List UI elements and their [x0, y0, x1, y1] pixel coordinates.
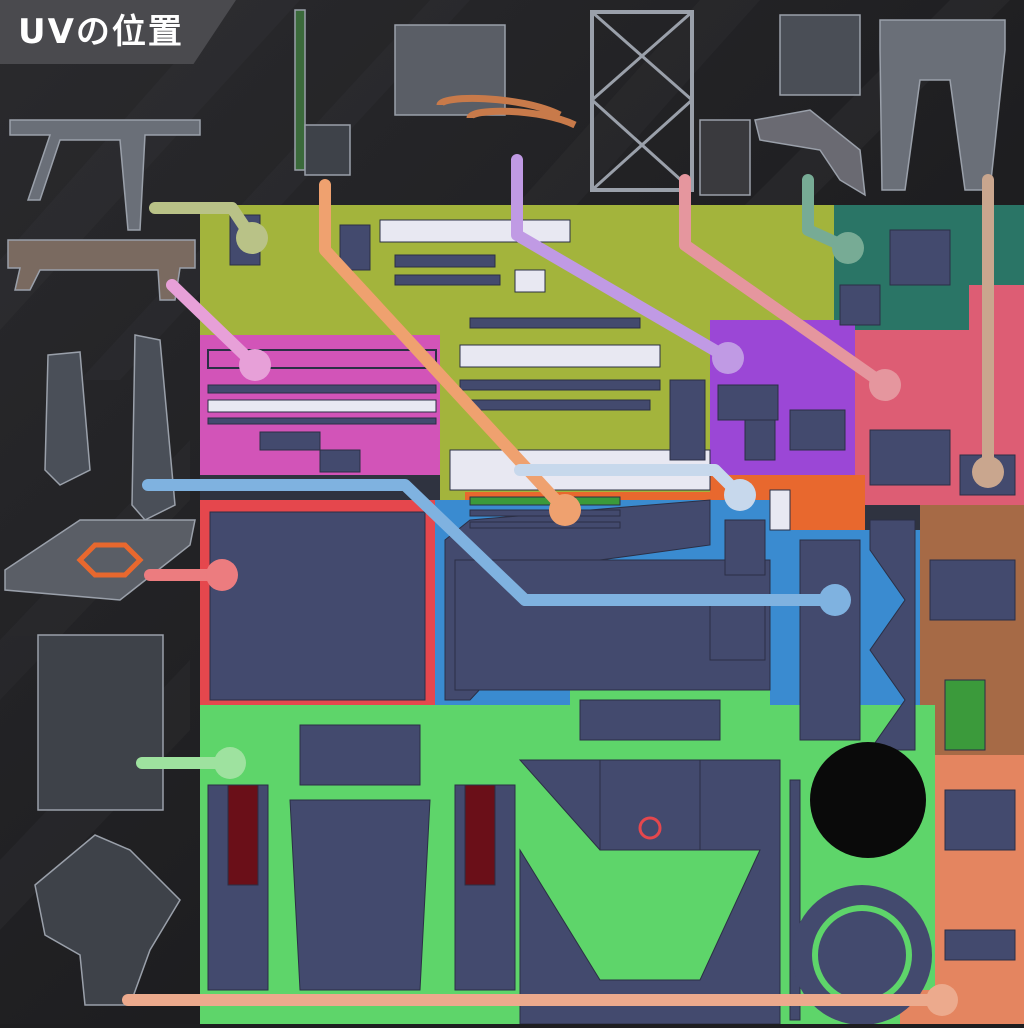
- callout-robot-arm-model: [802, 174, 864, 264]
- title-badge: UVの位置: [0, 0, 236, 64]
- pillar-blocks-model: [779, 14, 861, 96]
- conveyor-rail-model: [7, 239, 196, 301]
- callout-lines: [122, 154, 1004, 1016]
- callout-floor-plate-model: [144, 559, 238, 591]
- callout-endpoint: [972, 456, 1004, 488]
- generator-pipes: [436, 94, 577, 129]
- control-console-model: [34, 834, 181, 1006]
- pipe-rack-panels: [304, 124, 351, 176]
- callout-line: [511, 154, 734, 364]
- callout-endpoint: [869, 369, 901, 401]
- model-previews: [4, 9, 1006, 1006]
- callout-wall-panel-model: [136, 747, 246, 779]
- callout-endpoint: [832, 232, 864, 264]
- callout-bridge-walkway-model: [149, 202, 268, 254]
- callout-pipe-rack-model: [319, 179, 581, 526]
- callout-frame-truss-model: [514, 464, 756, 511]
- bridge-walkway-model: [9, 119, 201, 231]
- callout-line: [166, 279, 261, 371]
- callout-endpoint: [926, 984, 958, 1016]
- robot-arm-model: [754, 109, 866, 197]
- callout-endpoint: [236, 222, 268, 254]
- callout-line: [679, 174, 891, 391]
- pillar-panels-model: [44, 351, 91, 486]
- callout-endpoint: [239, 349, 271, 381]
- frame-truss-brace: [590, 98, 694, 192]
- wall-panel-model: [37, 634, 164, 811]
- callout-conveyor-rail-model: [166, 279, 271, 381]
- page-title: UVの位置: [18, 12, 184, 52]
- callout-endpoint: [206, 559, 238, 591]
- barrel-cylinder-model: [699, 119, 751, 196]
- callout-control-console-model: [122, 984, 958, 1016]
- callout-endpoint: [214, 747, 246, 779]
- pipe-rack-model: [294, 9, 306, 171]
- uv-circle-dark: [810, 742, 926, 858]
- callout-pillar-panels-model: [142, 479, 851, 616]
- floor-plate-hex-accent: [76, 542, 144, 578]
- tower-structure-model: [879, 19, 1006, 191]
- pillar-panels-model-2: [131, 334, 176, 521]
- callout-endpoint: [819, 584, 851, 616]
- callout-endpoint: [549, 494, 581, 526]
- frame-truss-brace: [591, 10, 693, 102]
- callout-barrel-cylinder-model: [679, 174, 901, 401]
- callout-line: [142, 479, 841, 606]
- callout-endpoint: [724, 479, 756, 511]
- uv-islands: [207, 214, 1016, 1025]
- callout-tower-structure-model: [972, 174, 1004, 488]
- callout-endpoint: [712, 342, 744, 374]
- callout-line: [319, 179, 571, 516]
- uv-atlas-sheet: [200, 205, 1024, 1025]
- floor-plate-model: [4, 519, 196, 601]
- callout-generator-box-model: [511, 154, 744, 374]
